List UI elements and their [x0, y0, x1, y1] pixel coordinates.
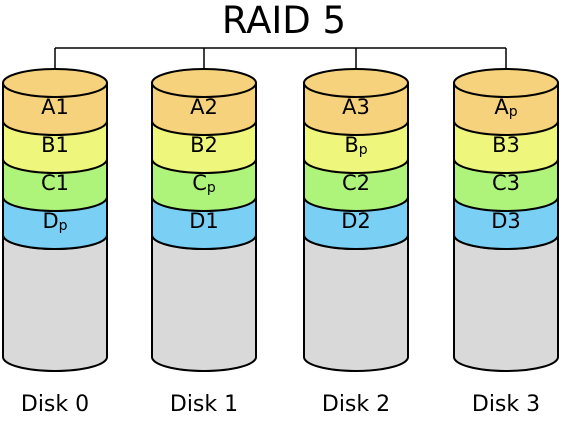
block-letter: A: [342, 95, 357, 119]
block-label: B2: [190, 133, 218, 157]
parity-subscript: p: [59, 218, 68, 234]
block-letter: D: [189, 209, 205, 233]
block-index: 2: [205, 133, 218, 157]
block-label: C1: [41, 171, 69, 195]
block-index: 2: [205, 95, 218, 119]
block-letter: C: [342, 171, 357, 195]
parity-subscript: p: [207, 180, 216, 196]
block-index: 1: [56, 171, 69, 195]
block-letter: C: [41, 171, 56, 195]
disk-label: Disk 1: [170, 392, 238, 417]
disk-top-cap: [151, 68, 257, 98]
disk-body: [453, 234, 559, 372]
block-label: D3: [491, 209, 521, 233]
block-index: 1: [205, 209, 218, 233]
block-index: 3: [507, 209, 520, 233]
block-label: C3: [492, 171, 520, 195]
block-letter: B: [344, 133, 358, 157]
block-letter: B: [41, 133, 55, 157]
diagram-title: RAID 5: [222, 0, 346, 42]
block-label: C2: [342, 171, 370, 195]
block-label: Dp: [42, 209, 67, 234]
block-label: A1: [41, 95, 69, 119]
block-letter: B: [492, 133, 506, 157]
block-label: D2: [341, 209, 371, 233]
disk-label: Disk 0: [21, 392, 89, 417]
block-label: B3: [492, 133, 520, 157]
block-index: 2: [357, 209, 370, 233]
block-label: Ap: [494, 95, 517, 120]
disk-body: [151, 234, 257, 372]
block-index: 1: [56, 133, 69, 157]
block-label: B1: [41, 133, 69, 157]
disk-top-cap: [303, 68, 409, 98]
block-label: A3: [342, 95, 370, 119]
parity-subscript: p: [359, 142, 368, 158]
block-letter: B: [190, 133, 204, 157]
block-letter: A: [494, 95, 509, 119]
disk-top-cap: [2, 68, 108, 98]
array-connector: [54, 47, 507, 83]
block-label: A2: [190, 95, 218, 119]
block-letter: A: [190, 95, 205, 119]
block-letter: C: [192, 171, 207, 195]
block-index: 3: [507, 171, 520, 195]
disk-top-cap: [453, 68, 559, 98]
disk-label: Disk 3: [472, 392, 540, 417]
block-letter: A: [41, 95, 56, 119]
disk-body: [1, 234, 108, 372]
block-letter: D: [42, 209, 58, 233]
block-label: D1: [189, 209, 219, 233]
block-label: Cp: [192, 171, 216, 196]
block-index: 3: [357, 95, 370, 119]
block-index: 1: [56, 95, 69, 119]
parity-subscript: p: [509, 104, 518, 120]
block-letter: D: [491, 209, 507, 233]
block-letter: C: [492, 171, 507, 195]
disk-body: [303, 234, 409, 372]
block-index: 2: [357, 171, 370, 195]
block-index: 3: [507, 133, 520, 157]
block-label: Bp: [344, 133, 367, 158]
disk-label: Disk 2: [322, 392, 390, 417]
block-letter: D: [341, 209, 357, 233]
